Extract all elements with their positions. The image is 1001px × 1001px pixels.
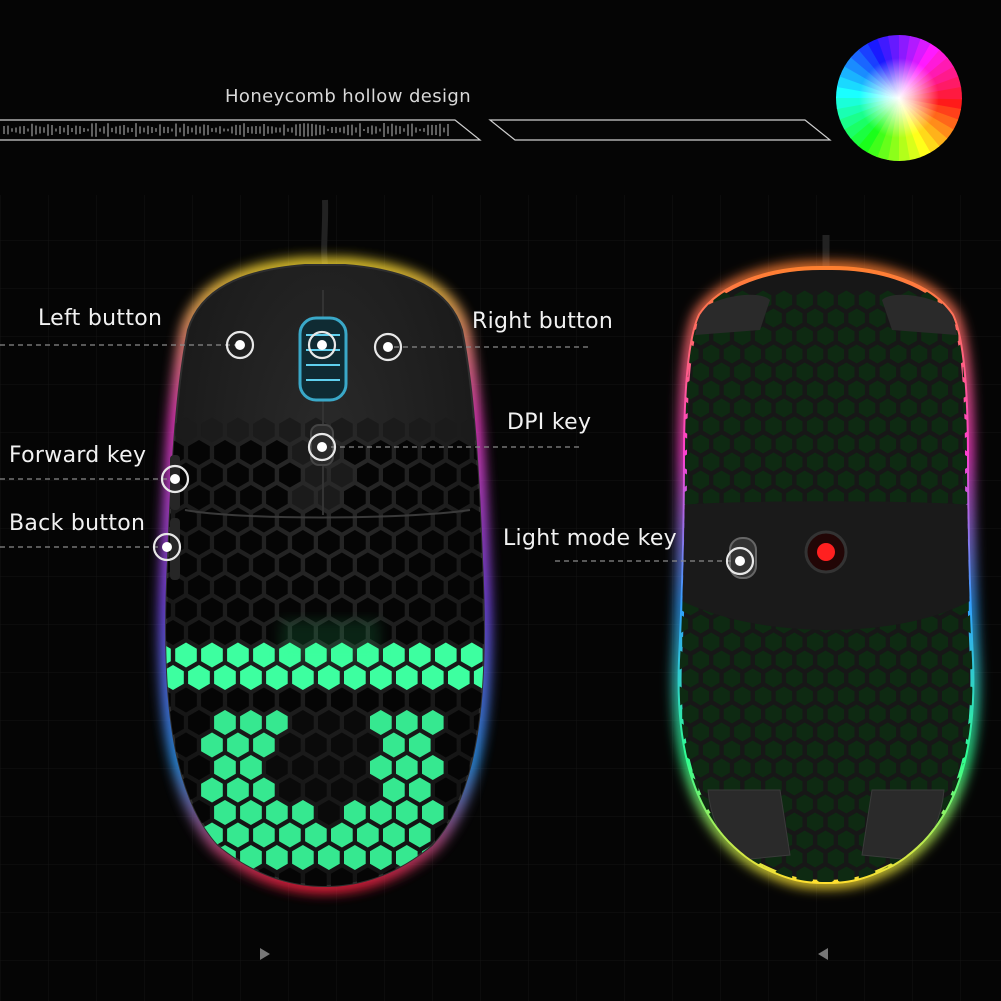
- rgb-color-wheel-icon: [836, 35, 962, 161]
- honeycomb-pattern-left: [166, 417, 484, 886]
- ring-dot-marker-icon: [160, 464, 190, 494]
- callout-light-mode-key: Light mode key: [503, 526, 677, 551]
- mouse-skate: [695, 294, 770, 335]
- ring-dot-marker-icon: [373, 332, 403, 362]
- triangle-right-icon[interactable]: [260, 948, 270, 960]
- callout-back-button: Back button: [9, 511, 146, 536]
- headline: Honeycomb hollow design: [225, 86, 472, 107]
- callout-dpi-key: DPI key: [507, 410, 592, 435]
- header-waveform: [3, 123, 449, 137]
- ring-dot-marker-icon: [307, 432, 337, 462]
- mouse-top-view: [159, 199, 491, 894]
- ring-dot-marker-icon: [225, 330, 255, 360]
- ring-dot-marker-icon: [152, 532, 182, 562]
- mouse-skate: [882, 294, 957, 335]
- ring-dot-marker-icon: [725, 546, 755, 576]
- header-decor-lines: [0, 119, 832, 141]
- callout-left-button: Left button: [38, 306, 163, 331]
- callout-right-button: Right button: [472, 309, 614, 334]
- ring-dot-marker-icon: [307, 330, 337, 360]
- triangle-left-icon[interactable]: [818, 948, 828, 960]
- callout-forward-key: Forward key: [9, 443, 147, 468]
- mouse-bottom-view: [673, 234, 979, 889]
- callout-lines: [0, 344, 740, 562]
